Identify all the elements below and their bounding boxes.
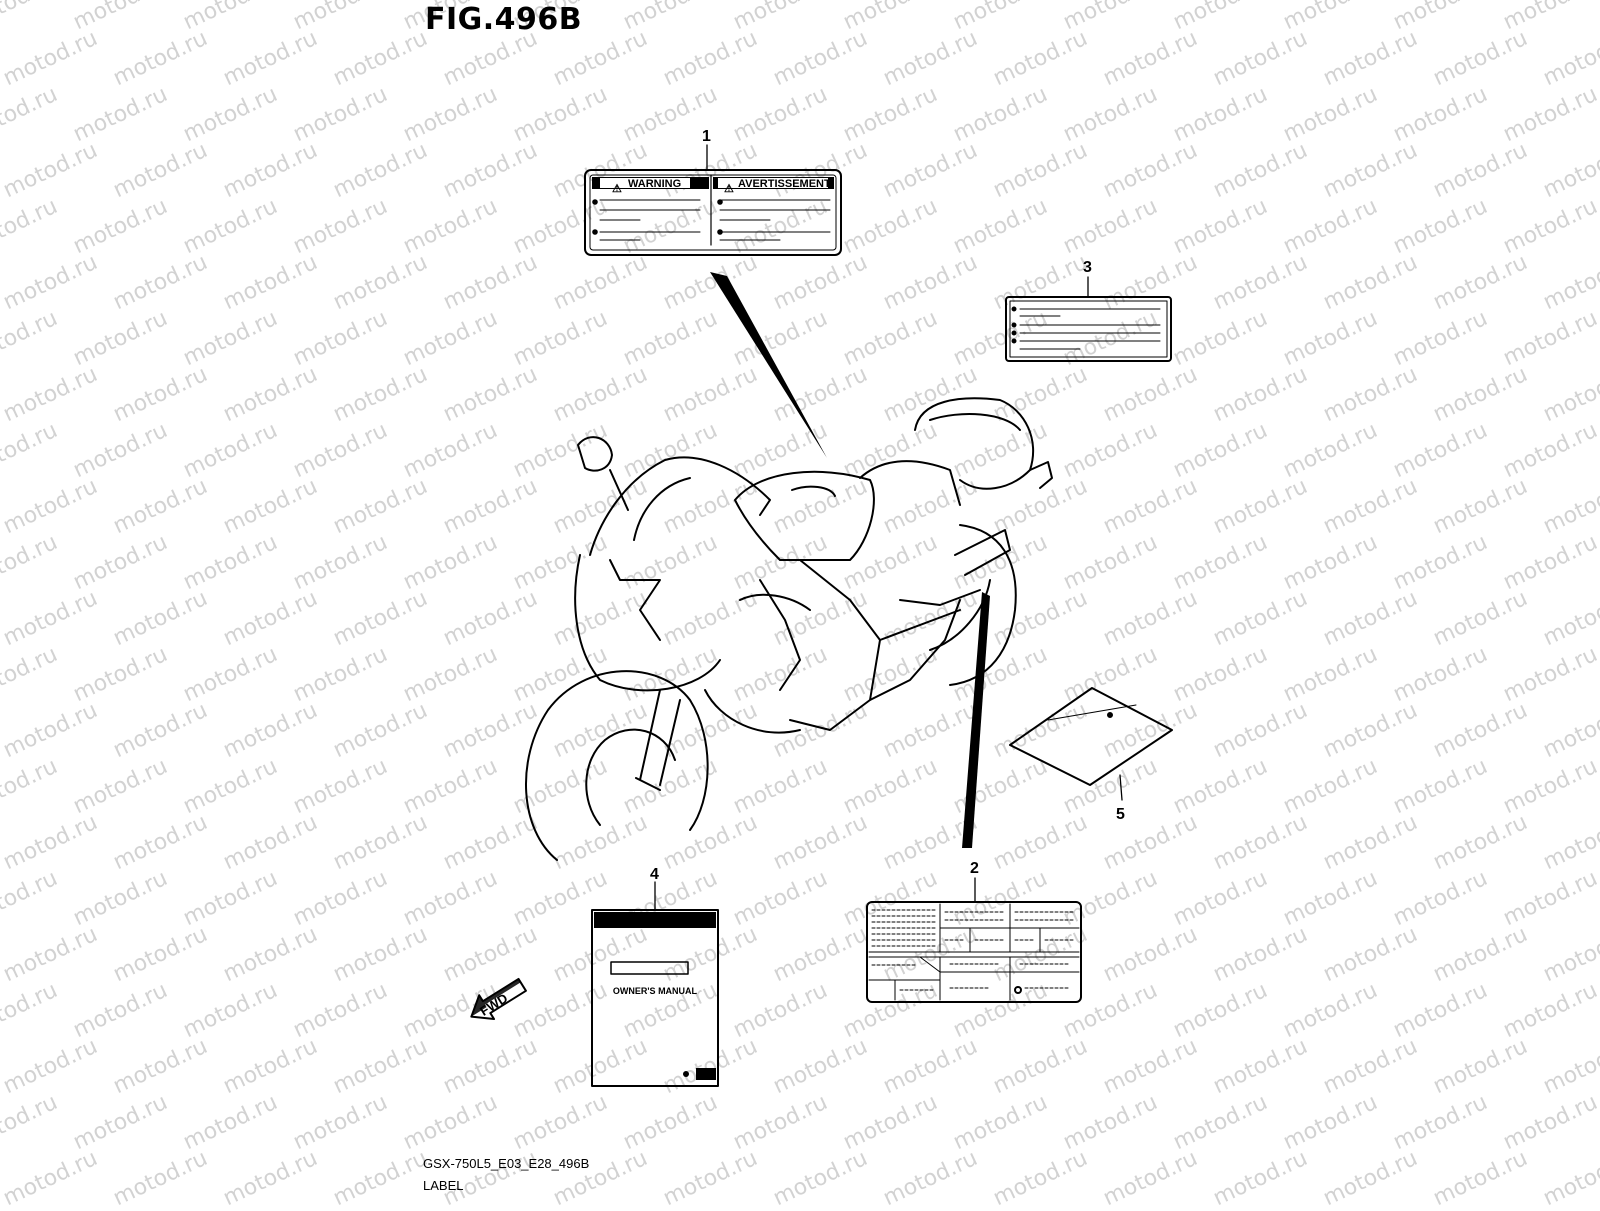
manual-title: OWNER'S MANUAL bbox=[613, 986, 698, 996]
information-label bbox=[866, 877, 1082, 1003]
label1-right-heading: AVERTISSEMENT bbox=[738, 178, 831, 190]
manual-note-label bbox=[1005, 276, 1172, 362]
pointer-wedge-2 bbox=[962, 592, 990, 848]
warning-label bbox=[584, 144, 842, 256]
owners-manual bbox=[591, 881, 719, 1087]
warning-triangle-icon-2: ⚠ bbox=[724, 183, 734, 195]
figure-group-label: LABEL bbox=[423, 1178, 464, 1193]
pointer-wedge-1 bbox=[710, 272, 827, 458]
figure-code: GSX-750L5_E03_E28_496B bbox=[423, 1156, 590, 1171]
motorcycle-outline bbox=[525, 397, 1053, 861]
callout-2: 2 bbox=[970, 860, 979, 877]
callout-1: 1 bbox=[702, 128, 711, 145]
document-sheet bbox=[1009, 687, 1173, 801]
callout-4: 4 bbox=[650, 866, 659, 883]
forward-arrow bbox=[470, 977, 527, 1020]
callout-5: 5 bbox=[1116, 806, 1125, 823]
figure-title: FIG.496B bbox=[425, 2, 583, 37]
warning-triangle-icon: ⚠ bbox=[612, 183, 622, 195]
label1-left-heading: WARNING bbox=[628, 178, 681, 190]
callout-3: 3 bbox=[1083, 259, 1092, 276]
